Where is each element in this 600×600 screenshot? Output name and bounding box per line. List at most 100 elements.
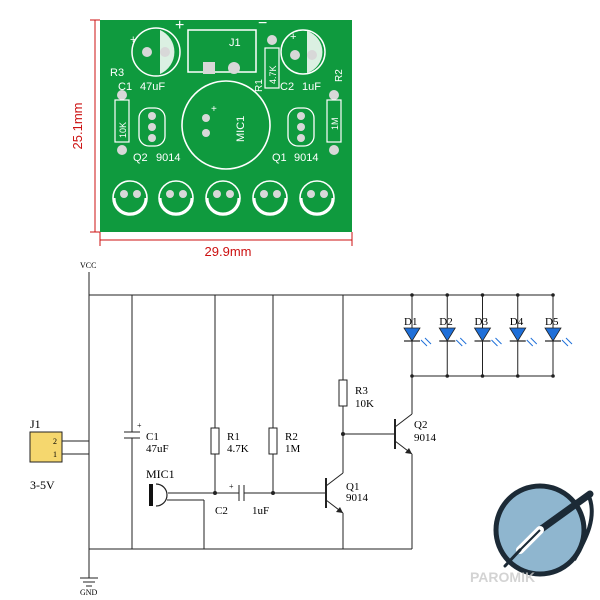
j1-connector bbox=[29, 431, 63, 463]
q1-part: 9014 bbox=[346, 492, 369, 504]
pcb-r1-pad-top bbox=[267, 35, 277, 45]
pcb-r3-pad-bottom bbox=[117, 145, 127, 155]
pcb-j1-label: J1 bbox=[229, 37, 241, 49]
pcb-q2-part: 9014 bbox=[156, 152, 180, 164]
pcb-r3-label: R3 bbox=[110, 67, 124, 79]
pcb-led-footprint bbox=[112, 180, 148, 216]
mic-label: MIC1 bbox=[146, 467, 175, 481]
led-d4: D4 bbox=[509, 293, 538, 378]
led-d1: D1 bbox=[403, 293, 432, 378]
pcb-c2-pad-2 bbox=[307, 50, 317, 60]
r2-label: R2 bbox=[285, 431, 298, 443]
pcb-c2-value: 1uF bbox=[302, 81, 321, 93]
r1-label: R1 bbox=[227, 431, 240, 443]
pcb-r2-outline bbox=[326, 99, 342, 143]
pcb-r1-label: R1 bbox=[254, 79, 265, 92]
pcb-j1-pad-round bbox=[228, 62, 240, 74]
pcb-c1-value: 47uF bbox=[140, 81, 165, 93]
r3-resistor bbox=[338, 379, 348, 407]
schematic-diagram: VCC GND J1 2 1 3-5V + C1 47uF R1 4.7K bbox=[29, 261, 573, 597]
c2-value: 1uF bbox=[252, 505, 269, 517]
pcb-c1-outline bbox=[131, 27, 181, 77]
pcb-q1-label: Q1 bbox=[272, 152, 287, 164]
led-d5: D5 bbox=[544, 293, 573, 378]
c1-value: 47uF bbox=[146, 443, 169, 455]
pcb-r3-value: 10K bbox=[118, 122, 128, 138]
pcb-c2-pad-1 bbox=[290, 50, 300, 60]
pcb-plus-c1: + bbox=[130, 34, 136, 46]
watermark: PAROMIK bbox=[470, 483, 594, 585]
c1-plus: + bbox=[137, 421, 142, 430]
pcb-r2-label: R2 bbox=[334, 69, 345, 82]
pcb-led-footprints bbox=[112, 180, 335, 216]
q1-emitter-arrow bbox=[336, 507, 343, 513]
pcb-c1-pad-2 bbox=[160, 47, 170, 57]
q2-emitter-arrow bbox=[405, 448, 412, 454]
pcb-minus-label: − bbox=[258, 15, 267, 32]
c2-plus: + bbox=[229, 482, 234, 491]
pcb-led-footprint bbox=[158, 180, 194, 216]
pcb-c1-label: C1 bbox=[118, 81, 132, 93]
pcb-q2-pad-2 bbox=[148, 123, 156, 131]
pcb-led-footprint bbox=[252, 180, 288, 216]
pcb-plus-label: + bbox=[175, 17, 184, 34]
c1-label: C1 bbox=[146, 431, 159, 443]
pcb-q2-pad-3 bbox=[148, 134, 156, 142]
pcb-led-footprint bbox=[205, 180, 241, 216]
pcb-height-dimension: 25.1mm bbox=[70, 19, 100, 233]
pcb-r2-pad-top bbox=[329, 90, 339, 100]
pcb-r3-pad-top bbox=[117, 90, 127, 100]
led-label: D3 bbox=[475, 316, 489, 328]
pcb-q2-outline bbox=[138, 107, 166, 147]
pcb-q2-pad-1 bbox=[148, 112, 156, 120]
j1-label: J1 bbox=[30, 417, 41, 431]
r2-resistor bbox=[268, 427, 278, 455]
pcb-mic-outline bbox=[181, 80, 271, 170]
pcb-q1-pad-3 bbox=[297, 134, 305, 142]
pcb-width-label: 29.9mm bbox=[205, 244, 252, 259]
pcb-c1-pad-1 bbox=[142, 47, 152, 57]
r1-value: 4.7K bbox=[227, 443, 249, 455]
led-d3: D3 bbox=[473, 293, 502, 378]
q2-part: 9014 bbox=[414, 432, 437, 444]
pcb-plus-c2: + bbox=[290, 31, 296, 43]
led-label: D4 bbox=[510, 316, 524, 328]
ground-symbol bbox=[80, 577, 98, 587]
led-label: D1 bbox=[404, 316, 417, 328]
mic-symbol-bar bbox=[149, 484, 153, 506]
gnd-label: GND bbox=[80, 588, 98, 597]
pcb-q1-pad-2 bbox=[297, 123, 305, 131]
pcb-mic-plus: + bbox=[211, 104, 217, 115]
pcb-q1-pad-1 bbox=[297, 112, 305, 120]
q2-label: Q2 bbox=[414, 419, 427, 431]
pcb-r3-outline bbox=[114, 99, 130, 143]
watermark-text: PAROMIK bbox=[470, 569, 535, 585]
led-label: D2 bbox=[439, 316, 452, 328]
pcb-r2-value: 1M bbox=[330, 117, 340, 130]
pcb-height-label: 25.1mm bbox=[70, 103, 85, 150]
pcb-q1-part: 9014 bbox=[294, 152, 318, 164]
j1-pin2: 2 bbox=[53, 437, 57, 446]
r2-value: 1M bbox=[285, 443, 301, 455]
pcb-j1-outline bbox=[187, 29, 257, 73]
pcb-mic-label: MIC1 bbox=[235, 116, 247, 142]
pcb-j1-pad-square bbox=[203, 62, 215, 74]
pcb-led-footprint bbox=[299, 180, 335, 216]
c2-label: C2 bbox=[215, 505, 228, 517]
pcb-width-dimension: 29.9mm bbox=[99, 232, 353, 259]
led-label: D5 bbox=[545, 316, 559, 328]
node-dot bbox=[271, 491, 275, 495]
pcb-mic-pad-1 bbox=[202, 114, 210, 122]
vcc-label: VCC bbox=[80, 261, 96, 270]
j1-pin1: 1 bbox=[53, 450, 57, 459]
pcb-r1-value: 4.7K bbox=[268, 65, 278, 84]
pcb-r1-outline bbox=[264, 47, 280, 89]
supply-voltage-label: 3-5V bbox=[30, 478, 55, 492]
q1-label: Q1 bbox=[346, 481, 359, 493]
pcb-c2-label: C2 bbox=[280, 81, 294, 93]
pcb-q2-label: Q2 bbox=[133, 152, 148, 164]
mic-symbol-body bbox=[155, 483, 168, 507]
led-d2: D2 bbox=[438, 293, 467, 378]
pcb-mic-pad-2 bbox=[202, 129, 210, 137]
